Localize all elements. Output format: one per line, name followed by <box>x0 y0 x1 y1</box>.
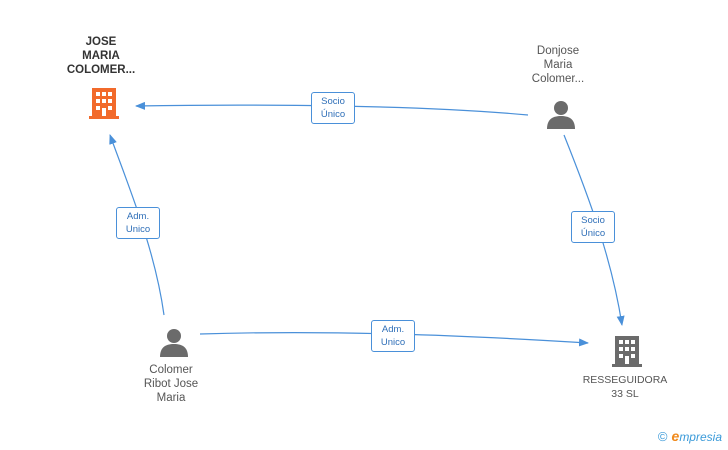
edge-label-donjose-to-resseguidora[interactable]: Socio Único <box>571 211 615 243</box>
edge-label-colomer-to-resseguidora[interactable]: Adm. Unico <box>371 320 415 352</box>
node-label-resseguidora[interactable]: RESSEGUIDORA 33 SL <box>582 374 668 400</box>
copyright-symbol: © <box>657 428 668 444</box>
building-icon[interactable] <box>611 334 643 368</box>
brand-name: empresia <box>671 428 722 444</box>
node-label-donjose[interactable]: Donjose Maria Colomer... <box>531 45 585 85</box>
edge-label-colomer-to-jose[interactable]: Adm. Unico <box>116 207 160 239</box>
node-label-jose-maria[interactable]: JOSE MARIA COLOMER... <box>66 36 136 76</box>
edge-label-donjose-to-jose[interactable]: Socio Único <box>311 92 355 124</box>
brand-logo: © empresia <box>658 428 722 444</box>
person-icon[interactable] <box>545 99 577 129</box>
building-icon[interactable] <box>88 86 120 120</box>
node-label-colomer-ribot[interactable]: Colomer Ribot Jose Maria <box>143 364 199 404</box>
person-icon[interactable] <box>158 327 190 357</box>
